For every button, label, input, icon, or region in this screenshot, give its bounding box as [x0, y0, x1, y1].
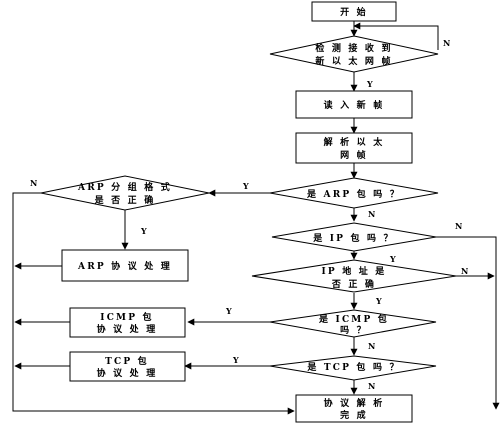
node-arp-ok-label-2: 是 否 正 确	[94, 194, 156, 206]
node-done-label-2: 完 成	[340, 409, 368, 421]
node-parse-eth-label-2: 网 帧	[340, 149, 368, 161]
branch-labels: N Y Y N N Y N Y N Y Y N Y N	[30, 38, 468, 391]
label-detect-no: N	[443, 38, 450, 48]
node-read-label: 读 入 新 帧	[324, 99, 385, 111]
label-detect-yes: Y	[366, 79, 373, 89]
node-icmp-proc: ICMP 包 协 议 处 理	[69, 307, 186, 338]
node-done-label-1: 协 议 解 析	[324, 397, 385, 409]
node-is-icmp: 是 ICMP 包 吗 ？	[269, 309, 437, 338]
node-parse-eth-label-1: 解 析 以 太	[324, 136, 385, 148]
node-tcp-proc-label-1: TCP 包	[105, 355, 149, 367]
node-icmp-proc-label-2: 协 议 处 理	[97, 323, 158, 335]
node-tcp-proc-label-2: 协 议 处 理	[97, 367, 158, 379]
node-tcp-proc: TCP 包 协 议 处 理	[69, 351, 186, 382]
node-parse-eth: 解 析 以 太 网 帧	[295, 132, 413, 164]
node-ip-addr-ok-label-2: 否 正 确	[331, 278, 376, 290]
node-read: 读 入 新 帧	[295, 90, 413, 119]
label-isarp-yes: Y	[242, 181, 249, 191]
node-icmp-proc-label-1: ICMP 包	[100, 311, 153, 323]
label-isarp-no: N	[368, 209, 375, 219]
label-arpok-yes: Y	[140, 226, 147, 236]
node-detect-label-2: 新 以 太 网 帧	[315, 55, 392, 67]
label-isip-no: N	[455, 221, 462, 231]
label-isicmp-yes: Y	[225, 306, 232, 316]
node-is-arp-label: 是 ARP 包 吗 ？	[306, 188, 401, 200]
node-is-ip: 是 IP 包 吗 ？	[271, 222, 437, 252]
label-ipaddr-no: N	[461, 266, 468, 276]
node-is-ip-label: 是 IP 包 吗 ？	[312, 232, 395, 244]
node-start-label: 开 始	[340, 6, 368, 18]
node-is-arp: 是 ARP 包 吗 ？	[269, 177, 439, 209]
node-detect: 检 测 接 收 到 新 以 太 网 帧	[269, 35, 439, 73]
label-istcp-yes: Y	[232, 355, 239, 365]
node-is-icmp-label-2: 吗 ？	[340, 325, 368, 336]
label-ipaddr-yes: Y	[375, 296, 382, 306]
node-arp-ok: ARP 分 组 格 式 是 否 正 确	[40, 175, 210, 211]
node-is-icmp-label-1: 是 ICMP 包	[318, 313, 389, 325]
node-start: 开 始	[311, 1, 397, 22]
node-arp-proc: ARP 协 议 处 理	[61, 249, 189, 282]
node-done: 协 议 解 析 完 成	[295, 394, 413, 423]
edge-isip-no	[436, 236, 500, 410]
node-is-tcp: 是 TCP 包 吗 ？	[269, 355, 437, 381]
edge-arpok-no	[12, 192, 295, 415]
node-ip-addr-ok: IP 地 址 是 否 正 确	[251, 259, 457, 293]
node-arp-ok-label-1: ARP 分 组 格 式	[77, 181, 172, 193]
node-ip-addr-ok-label-1: IP 地 址 是	[322, 265, 387, 277]
label-isicmp-no: N	[368, 341, 375, 351]
edge-detect-no-loop	[353, 22, 439, 50]
label-isip-yes: Y	[389, 254, 396, 264]
label-istcp-no: N	[368, 381, 375, 391]
node-is-tcp-label: 是 TCP 包 吗 ？	[306, 361, 400, 373]
connectors	[12, 21, 500, 415]
node-detect-label-1: 检 测 接 收 到	[315, 42, 392, 54]
node-arp-proc-label: ARP 协 议 处 理	[77, 260, 172, 272]
label-arpok-no: N	[30, 178, 37, 188]
